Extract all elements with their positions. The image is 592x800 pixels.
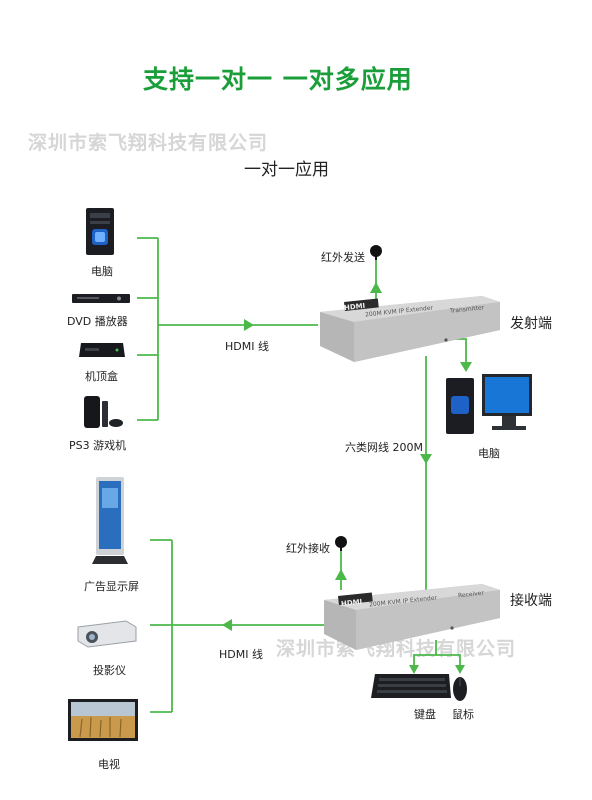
receiver-unit <box>324 584 500 650</box>
subheading: 一对一应用 <box>244 160 329 180</box>
source-label-stb: 机顶盒 <box>85 370 118 383</box>
hdmi-out-arrow <box>222 619 232 631</box>
peripheral-wire <box>413 640 437 672</box>
receiver-side-label: 接收端 <box>510 593 552 609</box>
transmitter-side-label: 发射端 <box>510 316 552 332</box>
dvd-player-icon <box>72 294 130 303</box>
set-top-box-icon <box>79 343 125 357</box>
hdmi-in-label: HDMI 线 <box>225 340 269 353</box>
display-label-tv: 电视 <box>98 758 120 771</box>
mouse-label: 鼠标 <box>452 708 474 721</box>
keyboard-icon <box>371 674 451 698</box>
display-label-projector: 投影仪 <box>93 664 126 677</box>
local-pc-label: 电脑 <box>478 447 500 460</box>
mouse-arrow <box>455 665 465 674</box>
pc-tower-icon <box>86 208 114 255</box>
display-label-kiosk: 广告显示屏 <box>84 580 139 593</box>
ir-receive-arrow <box>335 569 347 580</box>
ir-send-arrow <box>370 282 382 293</box>
local-pc-arrow <box>460 362 472 372</box>
mouse-icon <box>453 677 467 701</box>
watermark-top: 深圳市索飞翔科技有限公司 <box>28 132 269 154</box>
projector-icon <box>77 620 137 648</box>
kiosk-display-icon <box>92 477 128 564</box>
peripheral-wire-mouse <box>436 654 461 672</box>
headline: 支持一对一 一对多应用 <box>143 65 413 94</box>
hdmi-in-arrow <box>244 319 254 331</box>
cable-label: 六类网线 200M <box>345 441 423 454</box>
ir-sender-icon <box>370 245 382 260</box>
transmitter-unit <box>320 296 500 362</box>
keyboard-arrow <box>409 665 419 674</box>
source-label-dvd: DVD 播放器 <box>67 315 128 328</box>
network-cable-arrow <box>420 454 432 464</box>
tv-icon <box>68 699 138 741</box>
ps3-console-icon <box>84 396 123 428</box>
source-label-pc: 电脑 <box>91 265 113 278</box>
source-label-ps3: PS3 游戏机 <box>69 439 127 452</box>
hdmi-out-label: HDMI 线 <box>219 648 263 661</box>
ir-receive-label: 红外接收 <box>286 542 330 555</box>
ir-receiver-icon <box>335 536 347 551</box>
local-pc-icon <box>446 374 532 434</box>
keyboard-label: 键盘 <box>414 708 436 721</box>
ir-send-label: 红外发送 <box>321 251 365 264</box>
